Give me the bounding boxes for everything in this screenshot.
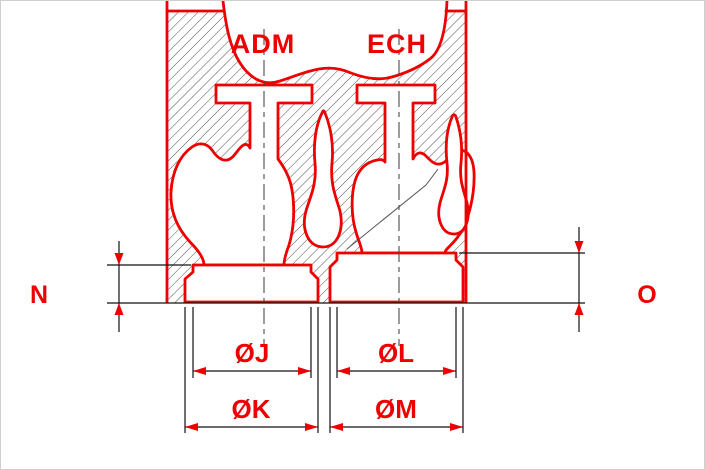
k-arrow-left bbox=[185, 423, 198, 431]
intake-port-cavity bbox=[169, 83, 314, 267]
o-label: O bbox=[637, 281, 656, 309]
dimension-o: O bbox=[459, 227, 657, 332]
k-arrow-right bbox=[305, 423, 318, 431]
l-arrow-right bbox=[443, 367, 456, 375]
o-arrow-bottom bbox=[574, 303, 584, 315]
intake-label: ADM bbox=[231, 29, 296, 59]
j-arrow-right bbox=[298, 367, 311, 375]
exhaust-label: ECH bbox=[367, 29, 427, 59]
intake-valve-seat bbox=[183, 263, 320, 304]
m-arrow-left bbox=[330, 423, 343, 431]
n-arrow-top bbox=[114, 253, 124, 265]
j-arrow-left bbox=[193, 367, 206, 375]
j-label: ØJ bbox=[235, 338, 270, 368]
dimension-l: ØL bbox=[337, 338, 456, 375]
o-arrow-top bbox=[574, 241, 584, 253]
dimension-j: ØJ bbox=[193, 338, 311, 375]
n-arrow-bottom bbox=[114, 303, 124, 315]
top-bowl-cavity bbox=[221, 1, 449, 85]
l-label: ØL bbox=[378, 338, 414, 368]
bottom-extension-lines bbox=[184, 307, 464, 433]
k-label: ØK bbox=[232, 394, 271, 424]
m-label: ØM bbox=[375, 394, 417, 424]
exhaust-valve-seat bbox=[328, 251, 465, 304]
port-wall-edge-line bbox=[346, 168, 439, 250]
dimension-m: ØM bbox=[330, 394, 463, 431]
l-arrow-left bbox=[337, 367, 350, 375]
n-label: N bbox=[30, 281, 48, 309]
dimension-k: ØK bbox=[185, 394, 318, 431]
water-passage-left bbox=[303, 109, 343, 249]
m-arrow-right bbox=[450, 423, 463, 431]
dimension-n: N bbox=[30, 241, 191, 332]
